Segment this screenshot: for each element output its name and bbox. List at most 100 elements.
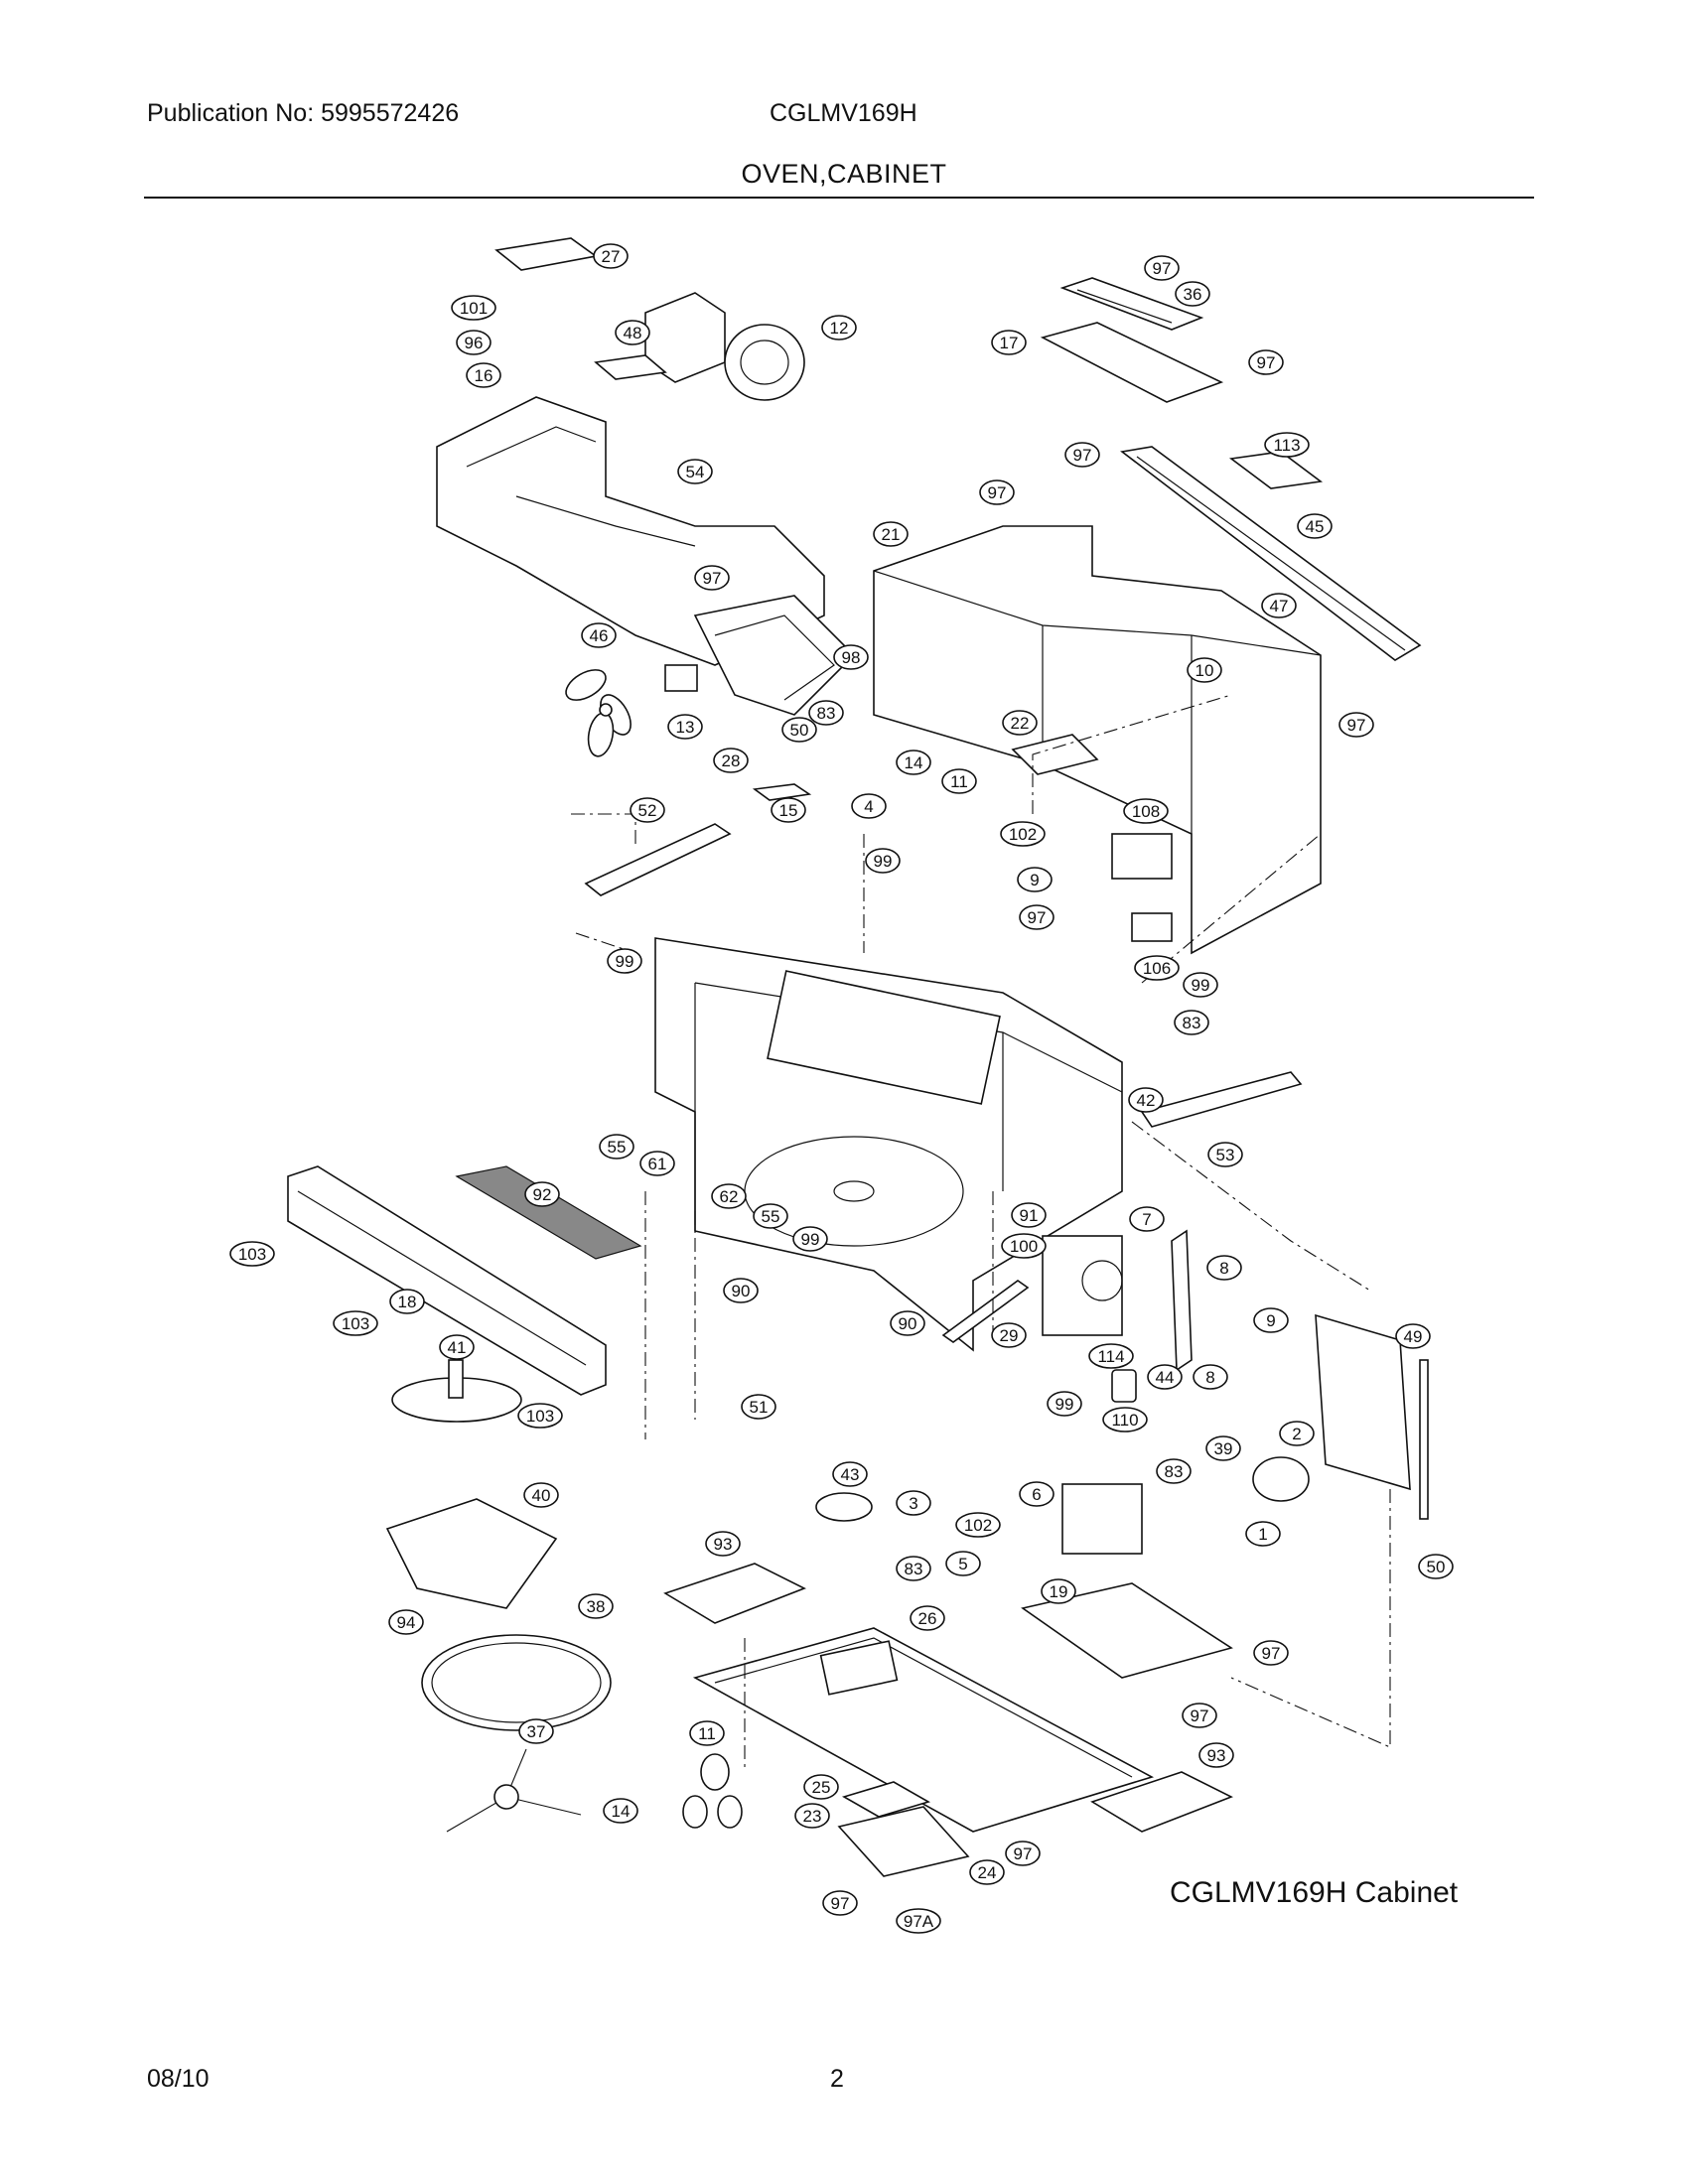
- callout-label: 83: [1165, 1462, 1184, 1481]
- callout-9: 9: [1253, 1307, 1289, 1333]
- callout-41: 41: [439, 1334, 475, 1360]
- part-capacitor: [1111, 1369, 1137, 1403]
- callout-7: 7: [1129, 1206, 1165, 1232]
- footer-page-number: 2: [830, 2065, 844, 2093]
- callout-label: 16: [475, 366, 493, 385]
- callout-99: 99: [1183, 972, 1218, 998]
- part-rear-panel: [1315, 1313, 1411, 1491]
- callout-97A: 97A: [896, 1908, 941, 1934]
- callout-label: 10: [1196, 661, 1214, 680]
- callout-2: 2: [1279, 1421, 1315, 1446]
- callout-label: 28: [722, 751, 741, 770]
- callout-23: 23: [794, 1803, 830, 1829]
- header-rule: [144, 197, 1534, 199]
- callout-97: 97: [979, 479, 1015, 505]
- callout-12: 12: [821, 315, 857, 341]
- callout-label: 97: [1257, 353, 1276, 372]
- callout-97: 97: [1005, 1841, 1041, 1866]
- callout-label: 91: [1020, 1206, 1039, 1225]
- callout-97: 97: [822, 1890, 858, 1916]
- callout-label: 13: [676, 718, 695, 737]
- callout-label: 29: [1000, 1326, 1019, 1345]
- callout-55: 55: [753, 1203, 788, 1229]
- callout-100: 100: [1001, 1233, 1047, 1259]
- callout-label: 25: [812, 1778, 831, 1797]
- callout-97: 97: [1248, 349, 1284, 375]
- callout-83: 83: [1156, 1458, 1192, 1484]
- callout-11: 11: [941, 768, 977, 794]
- part-drawings: [287, 237, 1429, 1877]
- callout-label: 47: [1270, 597, 1289, 615]
- callout-29: 29: [991, 1322, 1027, 1348]
- callout-44: 44: [1147, 1364, 1183, 1390]
- callout-93: 93: [705, 1531, 741, 1557]
- callout-14: 14: [896, 750, 931, 775]
- callout-36: 36: [1175, 281, 1210, 307]
- callout-label: 36: [1184, 285, 1202, 304]
- part-roller-ring: [421, 1634, 612, 1731]
- callout-14: 14: [603, 1798, 638, 1824]
- callout-label: 7: [1142, 1210, 1151, 1229]
- callout-label: 1: [1258, 1525, 1267, 1544]
- callout-label: 108: [1132, 802, 1160, 821]
- callout-label: 43: [841, 1465, 860, 1484]
- callout-label: 99: [616, 952, 634, 971]
- callout-label: 98: [842, 648, 861, 667]
- callout-10: 10: [1187, 657, 1222, 683]
- callout-39: 39: [1205, 1435, 1241, 1461]
- callout-27: 27: [593, 243, 629, 269]
- callout-label: 61: [648, 1155, 667, 1173]
- part-cover-plate: [494, 237, 598, 271]
- callout-96: 96: [456, 330, 492, 355]
- callout-label: 100: [1010, 1237, 1038, 1256]
- part-fan-motor: [664, 664, 698, 692]
- callout-label: 9: [1266, 1311, 1275, 1330]
- callout-label: 83: [817, 704, 836, 723]
- callout-40: 40: [523, 1482, 559, 1508]
- callout-61: 61: [639, 1151, 675, 1176]
- callout-label: 23: [803, 1807, 822, 1826]
- part-turntable-motor: [815, 1492, 873, 1522]
- callout-97: 97: [1019, 904, 1055, 930]
- callout-label: 14: [612, 1802, 631, 1821]
- callout-label: 44: [1156, 1368, 1175, 1387]
- callout-97: 97: [1144, 255, 1180, 281]
- part-lamp-bulb: [682, 1795, 708, 1829]
- callout-62: 62: [711, 1183, 747, 1209]
- callout-label: 42: [1137, 1091, 1156, 1110]
- part-fan-mount: [693, 595, 856, 716]
- exploded-parts-diagram: 2710196164812549798461350839736179711397…: [229, 237, 1454, 1934]
- callout-label: 103: [342, 1314, 369, 1333]
- callout-97: 97: [1182, 1703, 1217, 1728]
- callout-label: 26: [918, 1609, 937, 1628]
- callout-label: 99: [1192, 976, 1210, 995]
- callout-label: 6: [1032, 1485, 1041, 1504]
- callout-13: 13: [667, 714, 703, 740]
- callout-label: 97: [988, 483, 1007, 502]
- callout-label: 50: [1427, 1558, 1446, 1576]
- callout-18: 18: [389, 1289, 425, 1314]
- callout-9: 9: [1017, 867, 1053, 892]
- callout-55: 55: [599, 1134, 634, 1160]
- part-base-box: [819, 1640, 899, 1696]
- part-blower-wheel: [724, 324, 805, 401]
- callout-label: 15: [779, 801, 798, 820]
- callout-label: 97: [1347, 716, 1366, 735]
- callout-label: 96: [465, 334, 484, 352]
- part-bracket-44: [1171, 1229, 1193, 1372]
- part-plate-25: [841, 1781, 931, 1818]
- callout-28: 28: [713, 748, 749, 773]
- callout-106: 106: [1134, 955, 1180, 981]
- callout-8: 8: [1193, 1364, 1228, 1390]
- part-plate-23: [837, 1806, 970, 1877]
- callout-21: 21: [873, 521, 909, 547]
- diagram-caption: CGLMV169H Cabinet: [1170, 1876, 1459, 1909]
- part-control-board: [767, 970, 1001, 1105]
- callout-label: 97: [1191, 1706, 1209, 1725]
- part-outer-case: [873, 525, 1322, 955]
- callout-50: 50: [1418, 1554, 1454, 1579]
- callout-label: 8: [1205, 1368, 1214, 1387]
- callout-47: 47: [1261, 593, 1297, 618]
- callout-label: 2: [1292, 1425, 1301, 1443]
- callout-label: 83: [905, 1560, 923, 1578]
